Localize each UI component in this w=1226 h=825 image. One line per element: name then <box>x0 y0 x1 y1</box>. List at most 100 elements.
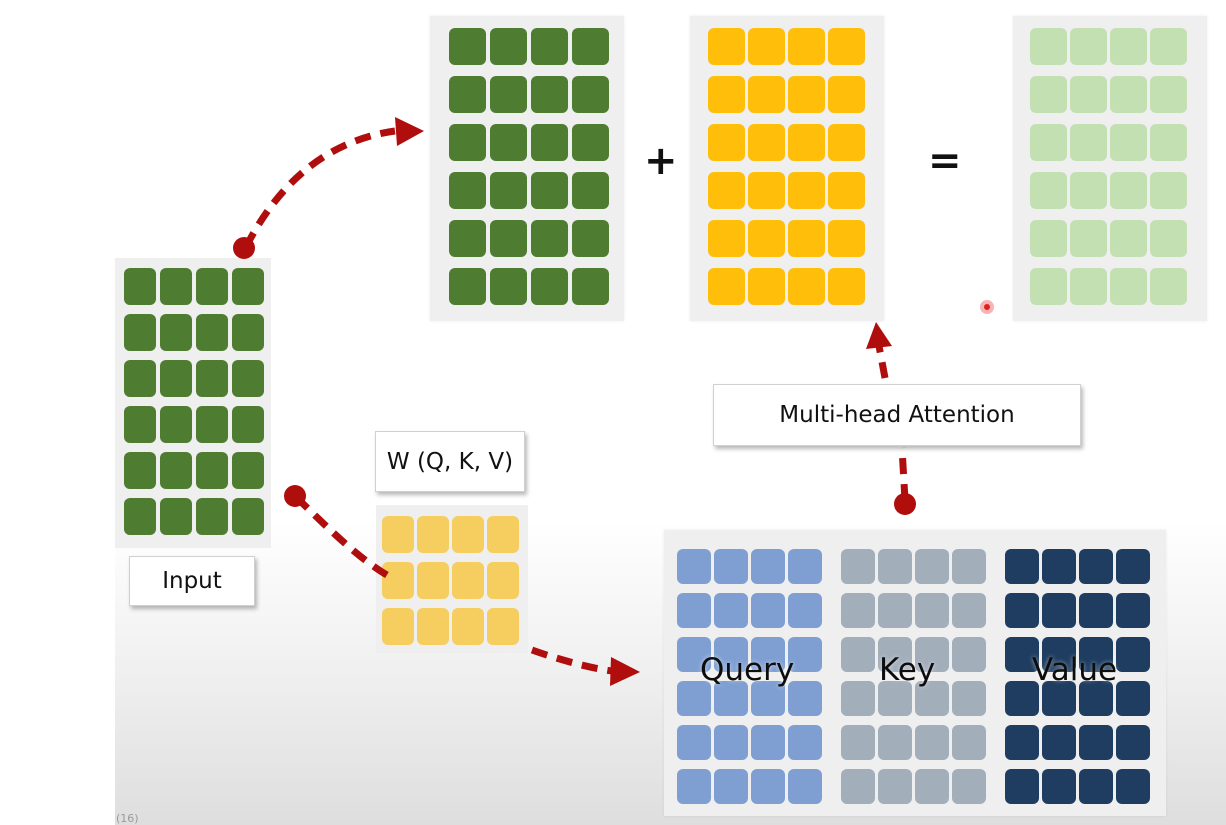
matrix-cell <box>1110 220 1147 257</box>
matrix-cell <box>1030 76 1067 113</box>
matrix-cell <box>828 28 865 65</box>
arrowhead <box>610 657 640 686</box>
matrix-cell <box>449 268 486 305</box>
matrix-cell <box>788 268 825 305</box>
matrix-cell <box>452 562 484 599</box>
matrix-cell <box>748 268 785 305</box>
matrix-cell <box>677 769 711 804</box>
matrix-cell <box>1079 681 1113 716</box>
arrow-input-to-embedding <box>242 127 396 249</box>
matrix-cell <box>1110 268 1147 305</box>
matrix-cell <box>714 593 748 628</box>
matrix-cell <box>160 314 192 351</box>
key-label: Key <box>879 652 936 688</box>
matrix-cell <box>1070 76 1107 113</box>
matrix-cell <box>449 28 486 65</box>
matrix-cell <box>751 593 785 628</box>
matrix-cell <box>232 314 264 351</box>
matrix-cell <box>196 406 228 443</box>
embedding-matrix <box>449 28 609 305</box>
matrix-cell <box>449 76 486 113</box>
matrix-cell <box>490 220 527 257</box>
matrix-cell <box>748 124 785 161</box>
matrix-cell <box>878 769 912 804</box>
matrix-cell <box>196 314 228 351</box>
matrix-cell <box>449 172 486 209</box>
matrix-cell <box>1042 549 1076 584</box>
matrix-cell <box>531 76 568 113</box>
matrix-cell <box>196 452 228 489</box>
matrix-cell <box>1070 268 1107 305</box>
matrix-cell <box>452 608 484 645</box>
matrix-cell <box>748 76 785 113</box>
matrix-cell <box>417 562 449 599</box>
matrix-cell <box>232 268 264 305</box>
matrix-cell <box>878 725 912 760</box>
arrow-start-dot <box>894 493 916 515</box>
matrix-cell <box>841 593 875 628</box>
attention-label: Multi-head Attention <box>713 384 1081 446</box>
matrix-cell <box>1030 268 1067 305</box>
matrix-cell <box>572 124 609 161</box>
matrix-cell <box>1030 220 1067 257</box>
matrix-cell <box>1079 593 1113 628</box>
matrix-cell <box>828 172 865 209</box>
matrix-cell <box>915 769 949 804</box>
matrix-cell <box>1079 549 1113 584</box>
matrix-cell <box>124 452 156 489</box>
matrix-cell <box>788 124 825 161</box>
matrix-cell <box>1150 28 1187 65</box>
matrix-cell <box>232 406 264 443</box>
matrix-cell <box>714 769 748 804</box>
matrix-cell <box>952 681 986 716</box>
matrix-cell <box>232 360 264 397</box>
matrix-cell <box>196 360 228 397</box>
arrowhead <box>866 322 892 349</box>
matrix-cell <box>124 314 156 351</box>
arrow-start-dot <box>233 237 255 259</box>
matrix-cell <box>449 124 486 161</box>
matrix-cell <box>708 268 745 305</box>
weights-matrix <box>382 516 519 645</box>
matrix-cell <box>490 172 527 209</box>
matrix-cell <box>677 593 711 628</box>
matrix-cell <box>828 124 865 161</box>
matrix-cell <box>160 360 192 397</box>
matrix-cell <box>1116 637 1150 672</box>
matrix-cell <box>417 608 449 645</box>
matrix-cell <box>708 76 745 113</box>
plus-sign: + <box>644 138 678 184</box>
matrix-cell <box>751 549 785 584</box>
matrix-cell <box>531 28 568 65</box>
matrix-cell <box>160 498 192 535</box>
matrix-cell <box>915 549 949 584</box>
matrix-cell <box>878 637 912 672</box>
matrix-cell <box>708 172 745 209</box>
input-matrix <box>124 268 264 535</box>
matrix-cell <box>952 549 986 584</box>
matrix-cell <box>1070 124 1107 161</box>
matrix-cell <box>490 28 527 65</box>
matrix-cell <box>952 637 986 672</box>
matrix-cell <box>1005 549 1039 584</box>
matrix-cell <box>124 268 156 305</box>
matrix-cell <box>1030 172 1067 209</box>
matrix-cell <box>124 498 156 535</box>
arrow-start-dot <box>284 485 306 507</box>
matrix-cell <box>828 220 865 257</box>
corner-caption: (16) <box>116 812 139 825</box>
matrix-cell <box>487 562 519 599</box>
matrix-cell <box>196 498 228 535</box>
matrix-cell <box>828 76 865 113</box>
matrix-cell <box>1110 76 1147 113</box>
matrix-cell <box>1116 549 1150 584</box>
matrix-cell <box>160 452 192 489</box>
arrow-input-to-qkv <box>293 494 394 582</box>
sum-matrix <box>1030 28 1187 305</box>
matrix-cell <box>841 637 875 672</box>
matrix-cell <box>449 220 486 257</box>
matrix-cell <box>878 549 912 584</box>
matrix-cell <box>1150 76 1187 113</box>
matrix-cell <box>572 268 609 305</box>
